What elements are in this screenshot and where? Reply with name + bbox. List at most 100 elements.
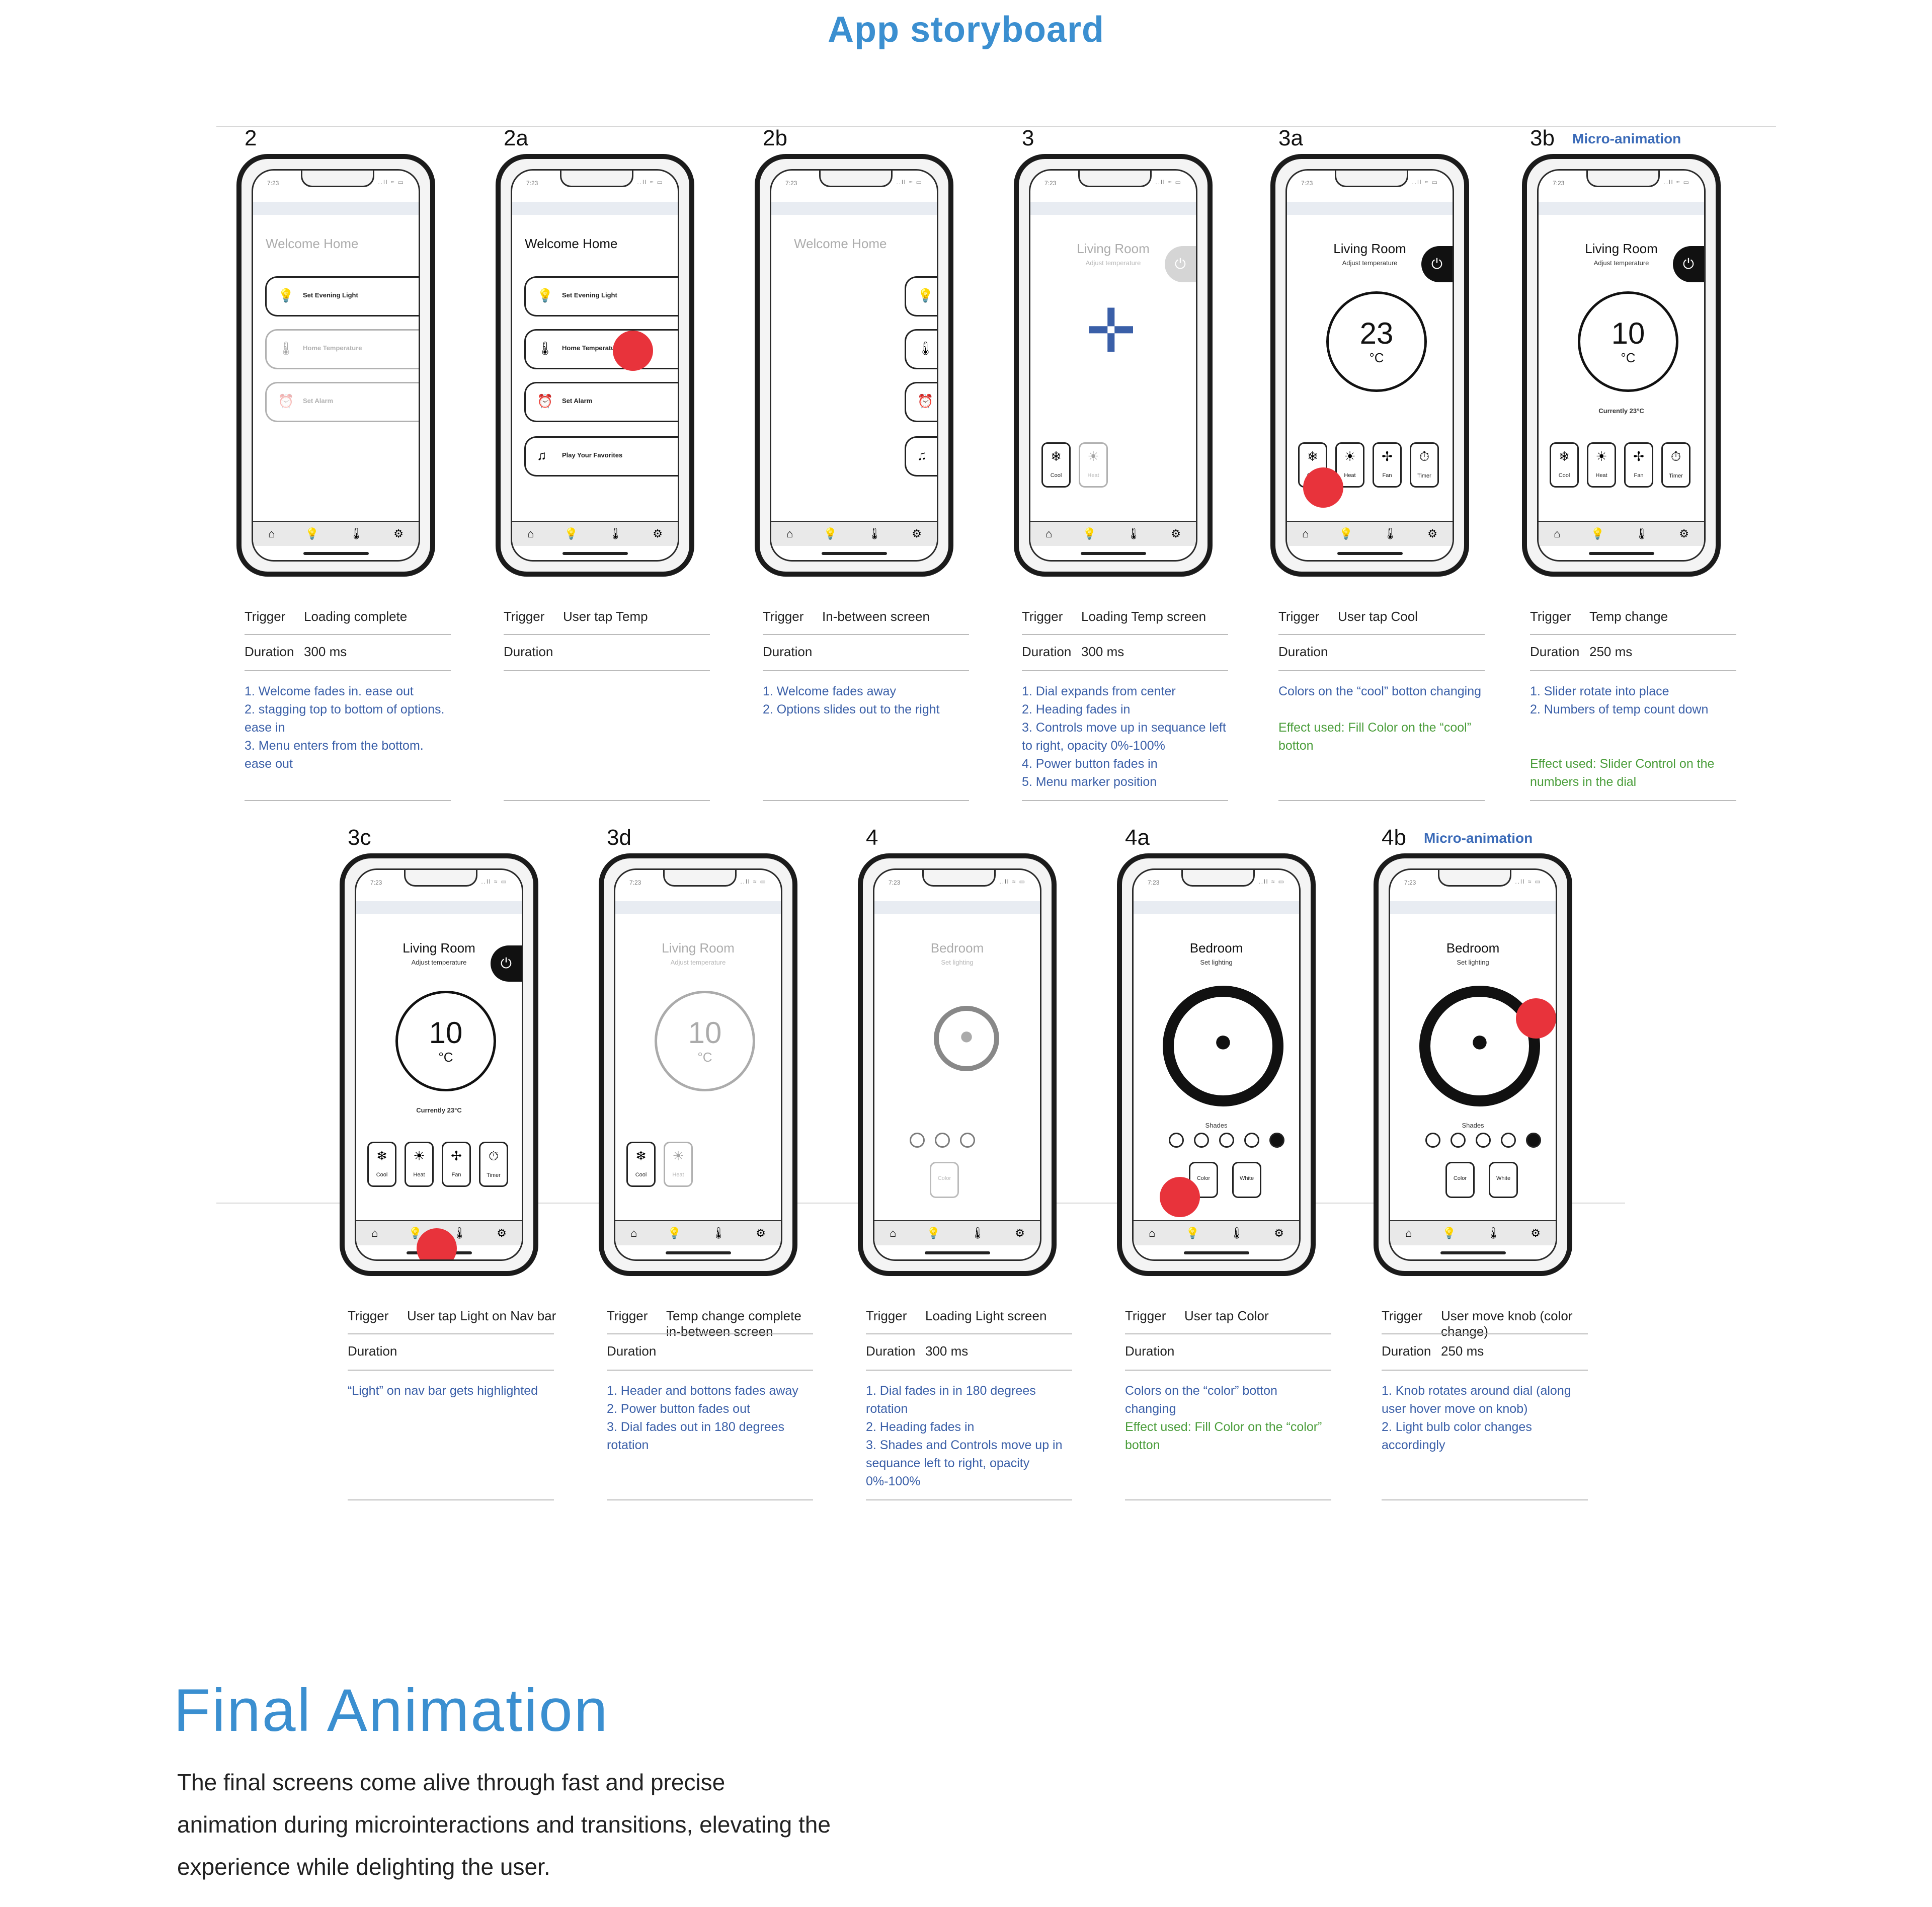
shade-option[interactable] <box>1476 1133 1491 1148</box>
header-band <box>615 901 781 914</box>
animation-notes: 1. Knob rotates around dial (along user … <box>1382 1382 1588 1454</box>
white-button[interactable]: White <box>1489 1162 1518 1198</box>
gear-icon[interactable]: ⚙ <box>912 527 922 540</box>
note-line: 1. Dial fades in in 180 degrees rotation <box>866 1384 1036 1416</box>
thermometer-icon[interactable]: 🌡 <box>1635 527 1649 540</box>
thermometer-icon[interactable]: 🌡 <box>1383 527 1398 540</box>
option-button[interactable]: ⏰Set Alarm <box>265 382 419 422</box>
home-icon[interactable]: ⌂ <box>1302 527 1309 540</box>
shade-option[interactable] <box>1501 1133 1516 1148</box>
control-button[interactable]: ☀Heat <box>1079 442 1108 488</box>
home-icon[interactable]: ⌂ <box>1554 527 1561 540</box>
shade-option[interactable] <box>935 1133 950 1148</box>
gear-icon[interactable]: ⚙ <box>1427 527 1437 540</box>
home-icon[interactable]: ⌂ <box>1045 527 1053 540</box>
control-button[interactable]: ✢Fan <box>1373 442 1402 488</box>
option-button[interactable]: ♫Play Your Favorites <box>524 436 678 476</box>
thermometer-icon[interactable]: 🌡 <box>711 1227 726 1239</box>
light-icon[interactable]: 💡 <box>926 1227 940 1239</box>
trigger-label: Trigger <box>866 1308 907 1323</box>
thermometer-icon[interactable]: 🌡 <box>1230 1227 1244 1239</box>
control-button[interactable]: ⏱Timer <box>1410 442 1439 488</box>
control-button[interactable]: ⏱Timer <box>1661 442 1691 488</box>
divider <box>1022 670 1228 671</box>
option-button[interactable]: 💡Set Evening Light <box>265 276 419 316</box>
thermometer-icon[interactable]: 🌡 <box>452 1227 467 1239</box>
header-band <box>1030 202 1196 215</box>
power-button[interactable]: ⏻ <box>1673 246 1704 282</box>
light-icon[interactable]: 💡 <box>1185 1227 1199 1239</box>
option-button[interactable]: ♫Play Your Favorites <box>905 436 937 476</box>
light-icon[interactable]: 💡 <box>823 527 837 540</box>
option-button[interactable]: 💡Set Evening Light <box>905 276 937 316</box>
shade-option[interactable] <box>1194 1133 1209 1148</box>
home-icon[interactable]: ⌂ <box>371 1227 378 1239</box>
gear-icon[interactable]: ⚙ <box>1531 1227 1541 1239</box>
light-icon[interactable]: 💡 <box>667 1227 681 1239</box>
thermometer-icon[interactable]: 🌡 <box>608 527 623 540</box>
shade-option[interactable] <box>1169 1133 1184 1148</box>
shade-option[interactable] <box>1244 1133 1259 1148</box>
white-button[interactable]: White <box>1232 1162 1261 1198</box>
home-icon[interactable]: ⌂ <box>630 1227 637 1239</box>
control-label: Fan <box>1634 472 1644 479</box>
home-icon[interactable]: ⌂ <box>268 527 275 540</box>
control-button[interactable]: ❄Cool <box>626 1142 656 1187</box>
control-button[interactable]: ❄Cool <box>1550 442 1579 488</box>
shade-option[interactable] <box>1451 1133 1466 1148</box>
control-button[interactable]: ✢Fan <box>442 1142 471 1187</box>
gear-icon[interactable]: ⚙ <box>653 527 663 540</box>
color-button[interactable]: Color <box>930 1162 959 1198</box>
home-icon[interactable]: ⌂ <box>1149 1227 1156 1239</box>
gear-icon[interactable]: ⚙ <box>1679 527 1689 540</box>
shade-option[interactable] <box>1269 1133 1284 1148</box>
control-button[interactable]: ☀Heat <box>405 1142 434 1187</box>
control-button[interactable]: ☀Heat <box>664 1142 693 1187</box>
home-icon[interactable]: ⌂ <box>527 527 534 540</box>
light-icon[interactable]: 💡 <box>1339 527 1353 540</box>
control-button[interactable]: ❄Cool <box>1041 442 1071 488</box>
option-button[interactable]: 🌡Home Temperature <box>905 329 937 369</box>
shade-option[interactable] <box>960 1133 975 1148</box>
thermometer-icon[interactable]: 🌡 <box>867 527 882 540</box>
shade-option[interactable] <box>1425 1133 1440 1148</box>
light-icon[interactable]: 💡 <box>1082 527 1096 540</box>
thermometer-icon[interactable]: 🌡 <box>1126 527 1141 540</box>
light-icon[interactable]: 💡 <box>1590 527 1604 540</box>
control-button[interactable]: ⏱Timer <box>479 1142 508 1187</box>
home-icon[interactable]: ⌂ <box>1405 1227 1412 1239</box>
color-button[interactable]: Color <box>1445 1162 1475 1198</box>
home-icon[interactable]: ⌂ <box>890 1227 897 1239</box>
control-button[interactable]: ❄Cool <box>367 1142 396 1187</box>
gear-icon[interactable]: ⚙ <box>393 527 404 540</box>
option-button[interactable]: 🌡Home Temperature <box>524 329 678 369</box>
gear-icon[interactable]: ⚙ <box>1171 527 1181 540</box>
home-icon[interactable]: ⌂ <box>786 527 793 540</box>
gear-icon[interactable]: ⚙ <box>497 1227 507 1239</box>
control-button[interactable]: ☀Heat <box>1587 442 1616 488</box>
power-button[interactable]: ⏻ <box>1421 246 1453 282</box>
thermometer-icon[interactable]: 🌡 <box>971 1227 985 1239</box>
gear-icon[interactable]: ⚙ <box>1015 1227 1025 1239</box>
shade-option[interactable] <box>1526 1133 1541 1148</box>
option-button[interactable]: ⏰Set Alarm <box>905 382 937 422</box>
gear-icon[interactable]: ⚙ <box>1274 1227 1284 1239</box>
power-button[interactable]: ⏻ <box>491 945 522 982</box>
thermometer-icon[interactable]: 🌡 <box>349 527 364 540</box>
light-icon[interactable]: 💡 <box>564 527 578 540</box>
option-button[interactable]: 💡Set Evening Light <box>524 276 678 316</box>
thermometer-icon[interactable]: 🌡 <box>1486 1227 1501 1239</box>
color-button[interactable]: Color <box>1189 1162 1218 1198</box>
frame-id: 2b <box>763 126 787 150</box>
light-icon[interactable]: 💡 <box>305 527 319 540</box>
shade-option[interactable] <box>1219 1133 1234 1148</box>
option-button[interactable]: ⏰Set Alarm <box>524 382 678 422</box>
gear-icon[interactable]: ⚙ <box>756 1227 766 1239</box>
shade-option[interactable] <box>910 1133 925 1148</box>
light-icon[interactable]: 💡 <box>1442 1227 1456 1239</box>
control-button[interactable]: ✢Fan <box>1624 442 1653 488</box>
option-button[interactable]: 🌡Home Temperature <box>265 329 419 369</box>
